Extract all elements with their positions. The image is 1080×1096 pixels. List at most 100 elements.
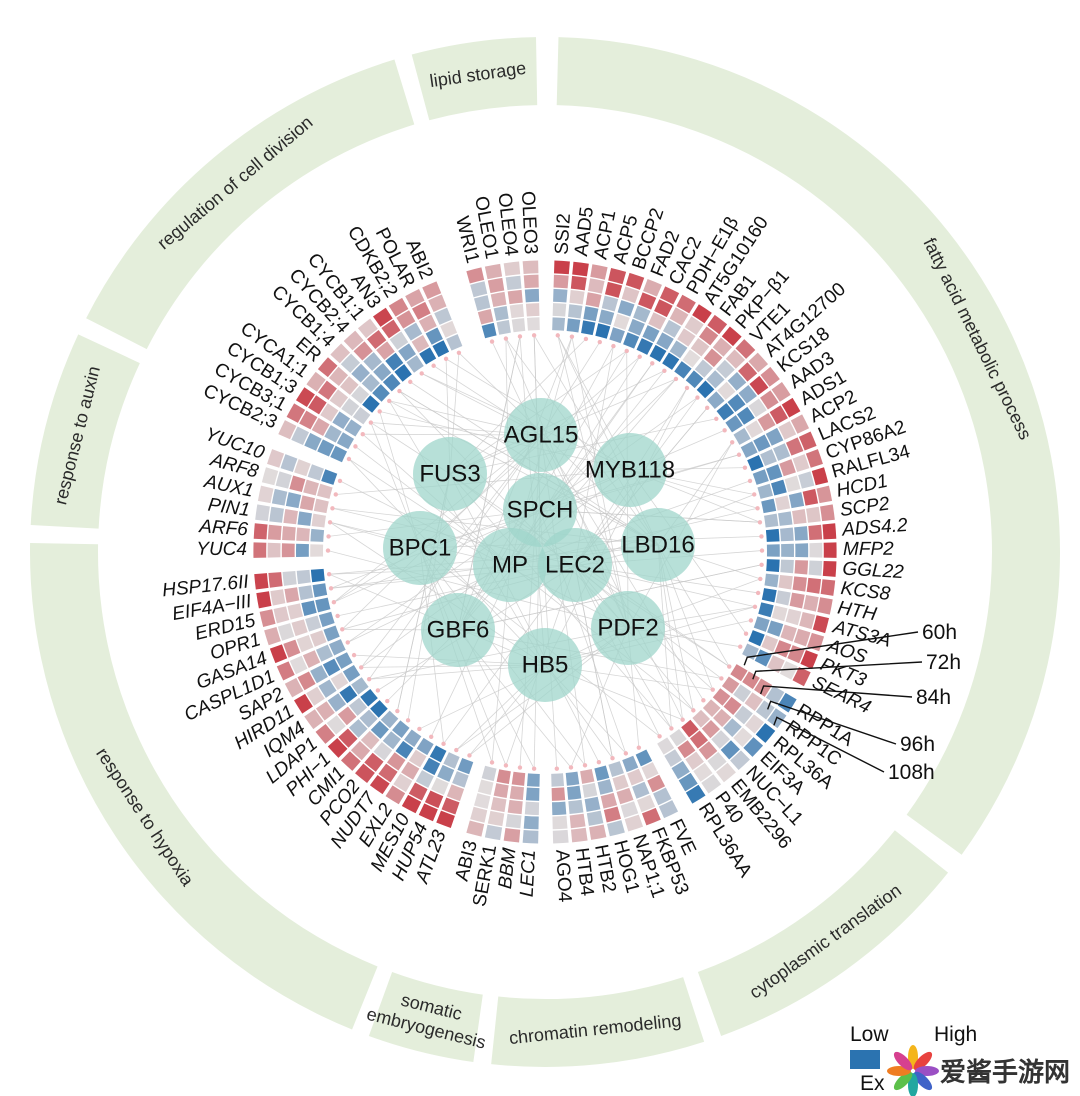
heatmap-cell [628, 318, 645, 336]
heatmap-cell [340, 751, 361, 771]
heatmap-cell [285, 492, 302, 509]
heatmap-cell [373, 362, 392, 382]
heatmap-cell [692, 709, 711, 728]
heatmap-cell [306, 686, 325, 706]
heatmap-cell [738, 384, 757, 404]
heatmap-cell [466, 820, 485, 837]
heatmap-cell [253, 523, 268, 540]
heatmap-cell [256, 591, 272, 609]
heatmap-cell [381, 319, 401, 339]
tf-label: LEC2 [545, 551, 605, 578]
heatmap-cell [677, 328, 696, 347]
heatmap-cell [254, 573, 269, 590]
heatmap-cell [701, 774, 722, 794]
heatmap-cell [808, 524, 823, 540]
heatmap-cell [620, 801, 639, 818]
regulatory-edge [505, 338, 659, 546]
heatmap-cell [657, 737, 675, 755]
heatmap-cell [792, 509, 807, 525]
heatmap-cell [647, 774, 666, 793]
edge-endpoint [743, 631, 749, 636]
heatmap-cell [284, 677, 304, 698]
heatmap-cell [597, 779, 614, 795]
heatmap-cell [671, 761, 690, 780]
heatmap-cell [321, 469, 338, 485]
heatmap-cell [713, 708, 732, 727]
heatmap-cell [299, 410, 318, 430]
tf-label: AGL15 [504, 421, 579, 448]
heatmap-cell [446, 784, 465, 802]
category-band [556, 37, 1061, 855]
heatmap-cell [637, 794, 656, 813]
heatmap-cell [315, 644, 333, 662]
heatmap-cell [800, 650, 818, 669]
heatmap-cell [792, 576, 807, 592]
heatmap-cell [674, 361, 692, 379]
heatmap-cell [608, 761, 624, 778]
heatmap-cell [505, 813, 522, 829]
heatmap-cell [584, 796, 601, 812]
heatmap-cell [493, 305, 509, 321]
heatmap-cell [349, 697, 368, 716]
edge-endpoint [738, 644, 743, 649]
heatmap-cell [507, 799, 523, 815]
heatmap-cell [758, 602, 774, 618]
heatmap-cell [308, 395, 327, 415]
heatmap-cell [352, 406, 371, 425]
heatmap-cell [744, 714, 765, 734]
edge-endpoint [596, 760, 602, 765]
category-band [368, 972, 483, 1062]
heatmap-cell [369, 774, 390, 795]
edge-endpoint [568, 765, 574, 770]
heatmap-cell [509, 785, 525, 801]
edge-endpoint [397, 388, 402, 394]
heatmap-cell [337, 706, 357, 726]
watermark: 爱酱手游网 [887, 1045, 1070, 1096]
heatmap-cell [730, 664, 748, 682]
timepoint-pointer [773, 716, 885, 773]
heatmap-cell [659, 286, 680, 305]
heatmap-cell [370, 720, 389, 739]
heatmap-cell [566, 318, 581, 333]
heatmap-cell [601, 295, 619, 312]
heatmap-cell [283, 509, 298, 525]
heatmap-cell [693, 762, 713, 782]
heatmap-cell [446, 334, 463, 351]
heatmap-cell [522, 260, 539, 275]
heatmap-cell [780, 559, 794, 574]
heatmap-cell [623, 332, 640, 349]
timepoint-label-108h: 108h [888, 761, 935, 784]
edge-endpoint [637, 354, 642, 359]
category-band [86, 59, 415, 350]
heatmap-cell [685, 370, 704, 389]
heatmap-cell [703, 348, 723, 368]
heatmap-cell [712, 337, 733, 357]
edge-endpoint [345, 640, 350, 645]
heatmap-cell [315, 597, 331, 613]
heatmap-cell [642, 325, 660, 343]
heatmap-cell [317, 439, 335, 457]
heatmap-cell [253, 542, 267, 558]
expression-heatmap [253, 260, 837, 844]
heatmap-cell [360, 688, 378, 707]
edge-endpoint [748, 618, 754, 623]
heatmap-cell [283, 639, 301, 658]
regulatory-edge [449, 418, 717, 475]
heatmap-cell [753, 434, 771, 452]
heatmap-cell [689, 730, 709, 749]
heatmap-cell [298, 585, 314, 601]
heatmap-cell [676, 294, 696, 314]
heatmap-cell [569, 290, 585, 305]
edge-endpoint [691, 708, 696, 713]
edge-endpoint [636, 745, 642, 750]
regulatory-edge [457, 629, 722, 679]
timepoint-legend: 60h 72h 84h 96h 108h [743, 621, 961, 784]
heatmap-cell [418, 314, 437, 333]
heatmap-cell [757, 412, 776, 432]
heatmap-cell [291, 426, 310, 446]
heatmap-cell [581, 320, 596, 336]
heatmap-cell [324, 425, 342, 443]
edge-endpoint [710, 687, 715, 692]
heatmap-cell [487, 810, 505, 827]
